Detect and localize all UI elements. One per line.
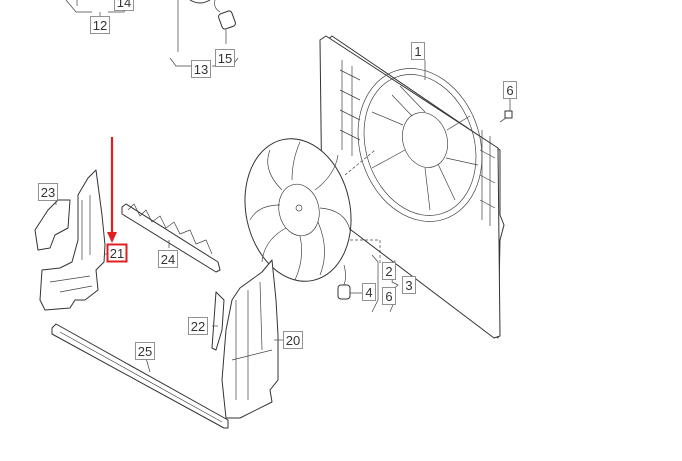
callout-box — [188, 317, 208, 335]
callout-box — [114, 0, 134, 11]
part-motor-top — [169, 0, 239, 70]
callout-2[interactable]: 2 — [382, 262, 396, 280]
callout-22[interactable]: 22 — [188, 317, 208, 335]
callout-box — [382, 287, 396, 305]
callout-number: 15 — [218, 51, 232, 66]
callout-number: 2 — [385, 264, 392, 279]
callout-6[interactable]: 6 — [503, 81, 517, 99]
callout-box — [106, 243, 128, 263]
callout-box — [411, 42, 425, 60]
callout-1[interactable]: 1 — [411, 42, 425, 60]
callout-number: 23 — [41, 185, 55, 200]
callout-3[interactable]: 3 — [402, 276, 416, 294]
callout-number: 22 — [191, 319, 205, 334]
callout-box — [402, 276, 416, 294]
part-fan-shroud — [319, 35, 505, 339]
callout-box — [283, 331, 303, 349]
part-seal-strip-24 — [121, 203, 221, 273]
callout-box — [191, 60, 211, 78]
callout-number: 6 — [385, 289, 392, 304]
callout-box — [215, 49, 235, 67]
callout-number: 12 — [93, 18, 107, 33]
callout-6[interactable]: 6 — [382, 287, 396, 305]
callout-14[interactable]: 14 — [114, 0, 134, 11]
callout-number: 4 — [365, 285, 372, 300]
callout-box — [503, 81, 517, 99]
callout-number: 6 — [506, 83, 513, 98]
part-fan — [244, 138, 399, 313]
callout-21[interactable]: 21 — [106, 243, 128, 263]
callout-number: 14 — [117, 0, 131, 10]
callout-number: 25 — [138, 344, 152, 359]
part-air-duct-right — [211, 259, 284, 419]
callout-number: 13 — [194, 62, 208, 77]
callout-15[interactable]: 15 — [215, 49, 235, 67]
callout-number: 3 — [405, 278, 412, 293]
callout-box — [362, 283, 376, 301]
callout-25[interactable]: 25 — [135, 342, 155, 360]
callout-20[interactable]: 20 — [283, 331, 303, 349]
callout-box — [382, 262, 396, 280]
callout-number: 21 — [110, 246, 124, 261]
part-seal-strip-25 — [51, 323, 229, 429]
part-screw-6 — [499, 98, 513, 123]
callout-12[interactable]: 12 — [90, 16, 110, 34]
callout-24[interactable]: 24 — [158, 250, 178, 268]
callout-number: 1 — [414, 44, 421, 59]
callout-box — [90, 16, 110, 34]
callout-23[interactable]: 23 — [38, 183, 58, 201]
callout-4[interactable]: 4 — [362, 283, 376, 301]
callout-box — [135, 342, 155, 360]
callout-13[interactable]: 13 — [191, 60, 211, 78]
callout-box — [158, 250, 178, 268]
callout-number: 24 — [161, 252, 175, 267]
highlight-arrow — [107, 137, 117, 243]
callout-number: 20 — [286, 333, 300, 348]
part-air-duct-left — [34, 169, 110, 311]
callout-box — [38, 183, 58, 201]
